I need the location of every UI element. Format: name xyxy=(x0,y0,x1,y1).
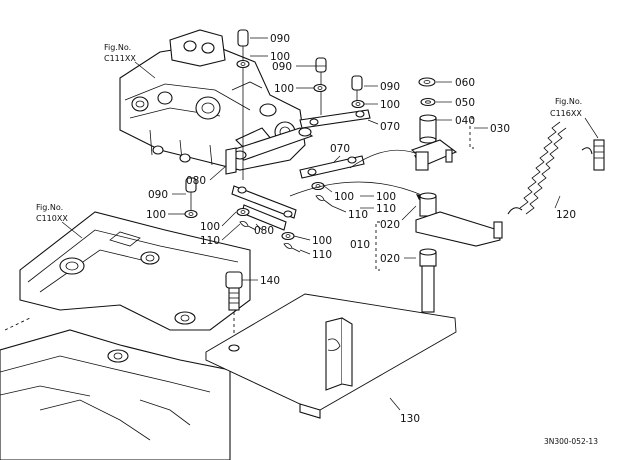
part-label-100c: 100 xyxy=(380,99,400,111)
figure-ref-c116: Fig.No. C116XX xyxy=(550,97,582,118)
figure-ref-c111-line2: C111XX xyxy=(104,54,136,63)
figure-ref-c116-line1: Fig.No. xyxy=(555,97,582,106)
shaft-assembly-010 xyxy=(415,192,503,313)
part-label-100e: 100 xyxy=(334,191,354,203)
link-rod-070-lower xyxy=(299,155,365,179)
part-label-010: 010 xyxy=(350,239,370,251)
base-plate-130 xyxy=(205,293,457,419)
part-label-140: 140 xyxy=(260,275,280,287)
figure-ref-c111: Fig.No. C111XX xyxy=(104,43,136,63)
nut-060 xyxy=(418,77,436,87)
part-label-060: 060 xyxy=(455,77,475,89)
part-label-100a: 100 xyxy=(270,51,290,63)
part-label-080b: 080 xyxy=(254,225,274,237)
part-label-020a: 020 xyxy=(380,219,400,231)
leader-lines xyxy=(61,37,599,411)
figure-ref-c111-line1: Fig.No. xyxy=(104,43,131,52)
part-label-090c: 090 xyxy=(380,81,400,93)
washer-050 xyxy=(420,97,436,107)
part-label-100g: 100 xyxy=(200,221,220,233)
pin-090-mid xyxy=(315,57,327,115)
pin-090-top xyxy=(237,29,249,180)
bolt-140 xyxy=(225,271,243,345)
split-pins-110 xyxy=(239,195,333,253)
part-label-050: 050 xyxy=(455,97,475,109)
part-label-100b: 100 xyxy=(274,83,294,95)
part-label-110b: 110 xyxy=(376,203,396,215)
drawing-code: 3N300-052-13 xyxy=(544,437,598,446)
link-rod-070-upper xyxy=(299,109,371,129)
part-label-110a: 110 xyxy=(348,209,368,221)
base-frame-casting xyxy=(0,211,251,460)
part-label-020b: 020 xyxy=(380,253,400,265)
part-label-110c: 110 xyxy=(200,235,220,247)
part-label-090d: 090 xyxy=(148,189,168,201)
link-plate-080-lower xyxy=(231,185,297,231)
figure-ref-c110-line1: Fig.No. xyxy=(36,203,63,212)
figure-ref-c116-line2: C116XX xyxy=(550,109,582,118)
part-label-030: 030 xyxy=(490,123,510,135)
valve-body-casting xyxy=(119,29,306,171)
part-label-130: 130 xyxy=(400,413,420,425)
part-label-110d: 110 xyxy=(312,249,332,261)
bracket-010 xyxy=(375,221,380,271)
part-label-040: 040 xyxy=(455,115,475,127)
part-label-080a: 080 xyxy=(186,175,206,187)
part-label-100h: 100 xyxy=(312,235,332,247)
spring-120 xyxy=(507,121,605,215)
bushing-040 xyxy=(419,114,437,144)
part-label-090b: 090 xyxy=(272,61,292,73)
part-label-100d: 100 xyxy=(146,209,166,221)
bracket-030 xyxy=(469,117,474,149)
part-label-100f: 100 xyxy=(376,191,396,203)
part-labels: 090 100 090 100 090 100 070 060 050 040 … xyxy=(146,33,576,425)
part-label-070a: 070 xyxy=(380,121,400,133)
figure-ref-c110-line2: C110XX xyxy=(36,214,68,223)
figure-ref-c110: Fig.No. C110XX xyxy=(36,203,68,223)
part-label-070b: 070 xyxy=(330,143,350,155)
part-label-120: 120 xyxy=(556,209,576,221)
pin-090-left xyxy=(185,177,197,210)
lever-030 xyxy=(410,139,458,171)
part-label-090a: 090 xyxy=(270,33,290,45)
